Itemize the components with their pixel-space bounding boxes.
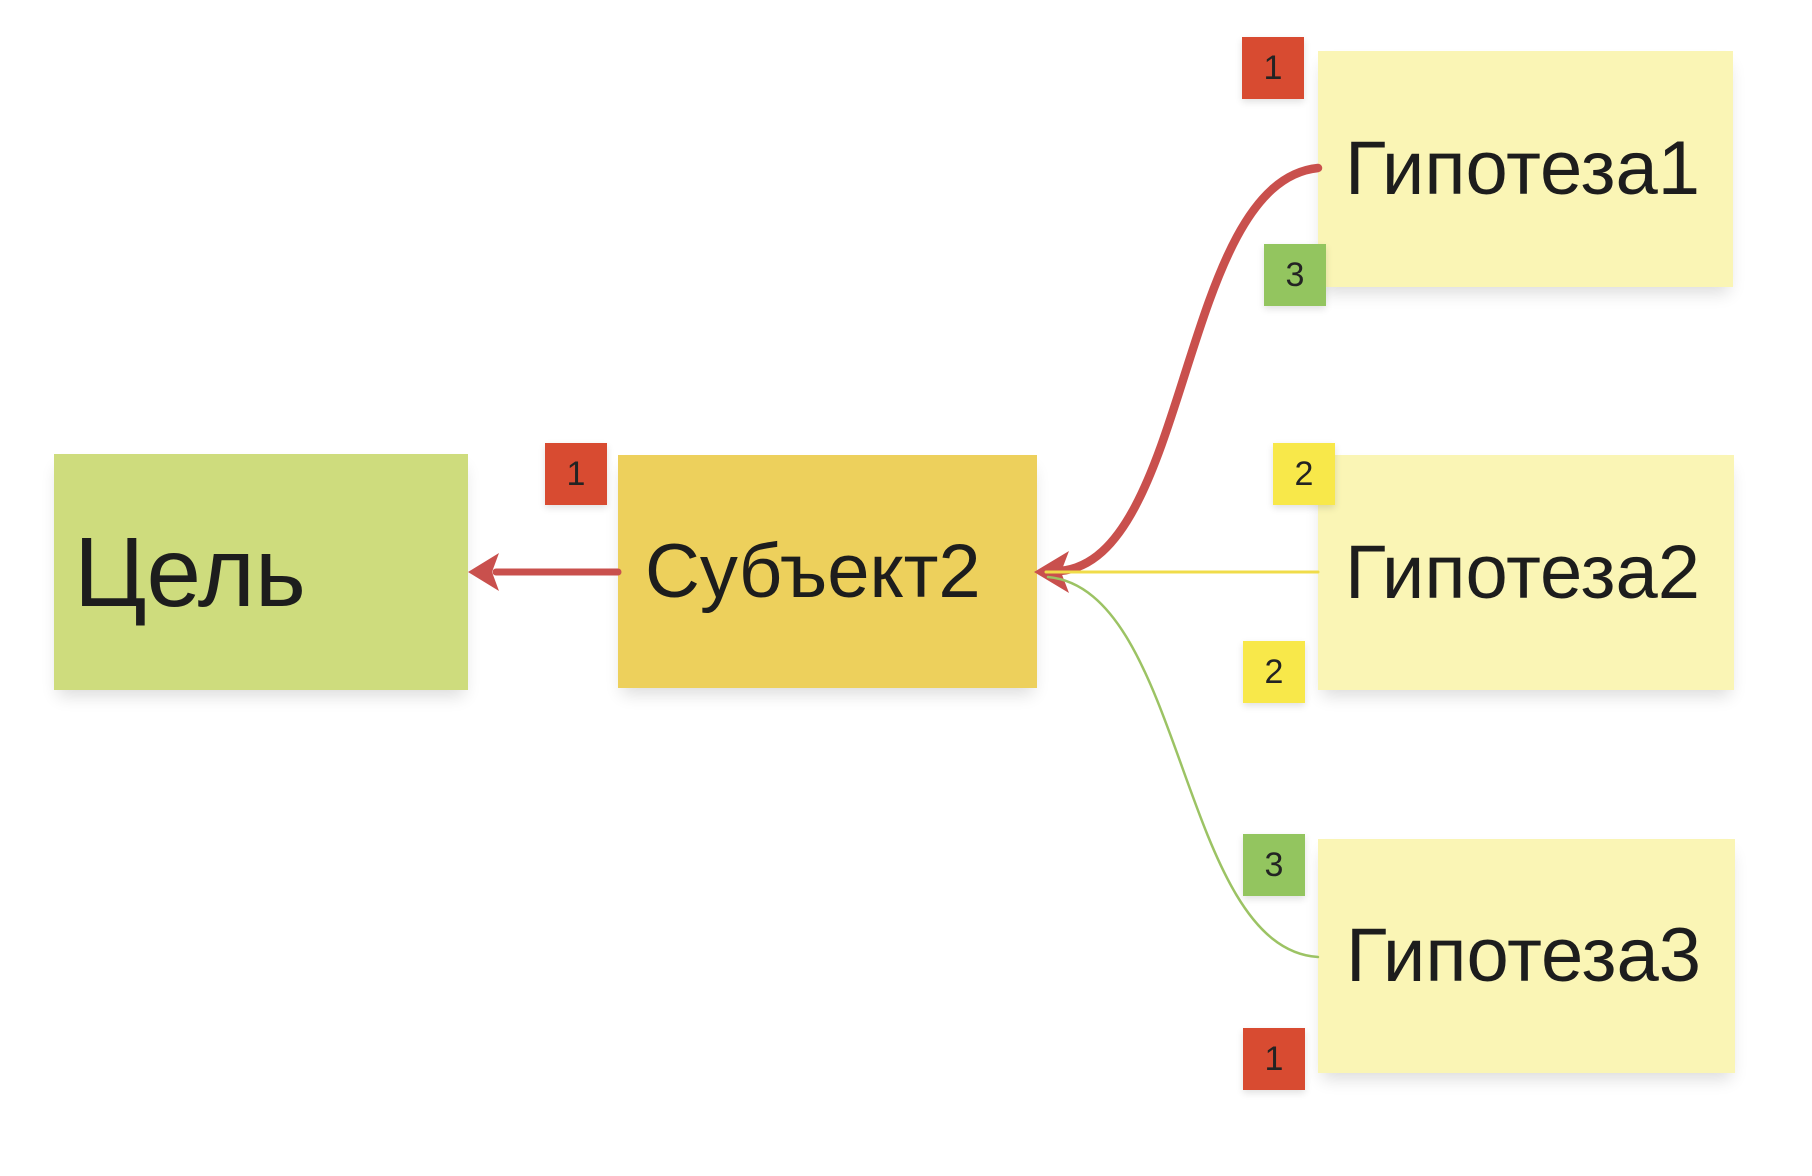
badge-hypothesis2-top-weight[interactable]: 2	[1273, 443, 1335, 505]
note-hypothesis3-label: Гипотеза3	[1346, 913, 1702, 999]
badge-hypothesis3-top-weight[interactable]: 3	[1243, 834, 1305, 896]
badge-hypothesis3-bottom-weight[interactable]: 1	[1243, 1028, 1305, 1090]
note-hypothesis2[interactable]: Гипотеза2	[1318, 455, 1734, 690]
note-hypothesis1-label: Гипотеза1	[1345, 126, 1701, 212]
connector-hypothesis1-to-subject2[interactable]	[1055, 163, 1323, 576]
badge-value: 1	[1263, 48, 1283, 87]
note-subject2[interactable]: Субъект2	[618, 455, 1037, 688]
badge-value: 3	[1285, 255, 1305, 294]
badge-value: 2	[1264, 652, 1284, 691]
note-goal[interactable]: Цель	[54, 454, 468, 690]
badge-hypothesis2-bottom-weight[interactable]: 2	[1243, 641, 1305, 703]
connector-subject2-to-goal-arrowhead	[468, 553, 499, 591]
connector-hypothesis3-to-subject2[interactable]	[1046, 575, 1320, 959]
badge-hypothesis1-top-weight[interactable]: 1	[1242, 37, 1304, 99]
note-goal-label: Цель	[74, 516, 306, 627]
badge-value: 3	[1264, 845, 1284, 884]
note-subject2-label: Субъект2	[645, 528, 981, 614]
badge-hypothesis1-bottom-weight[interactable]: 3	[1264, 244, 1326, 306]
badge-subject2-goal-weight[interactable]: 1	[545, 443, 607, 505]
badge-value: 1	[566, 454, 586, 493]
note-hypothesis1[interactable]: Гипотеза1	[1318, 51, 1733, 287]
badge-value: 1	[1264, 1039, 1284, 1078]
note-hypothesis2-label: Гипотеза2	[1345, 529, 1701, 615]
badge-value: 2	[1294, 454, 1314, 493]
note-hypothesis3[interactable]: Гипотеза3	[1318, 839, 1735, 1073]
